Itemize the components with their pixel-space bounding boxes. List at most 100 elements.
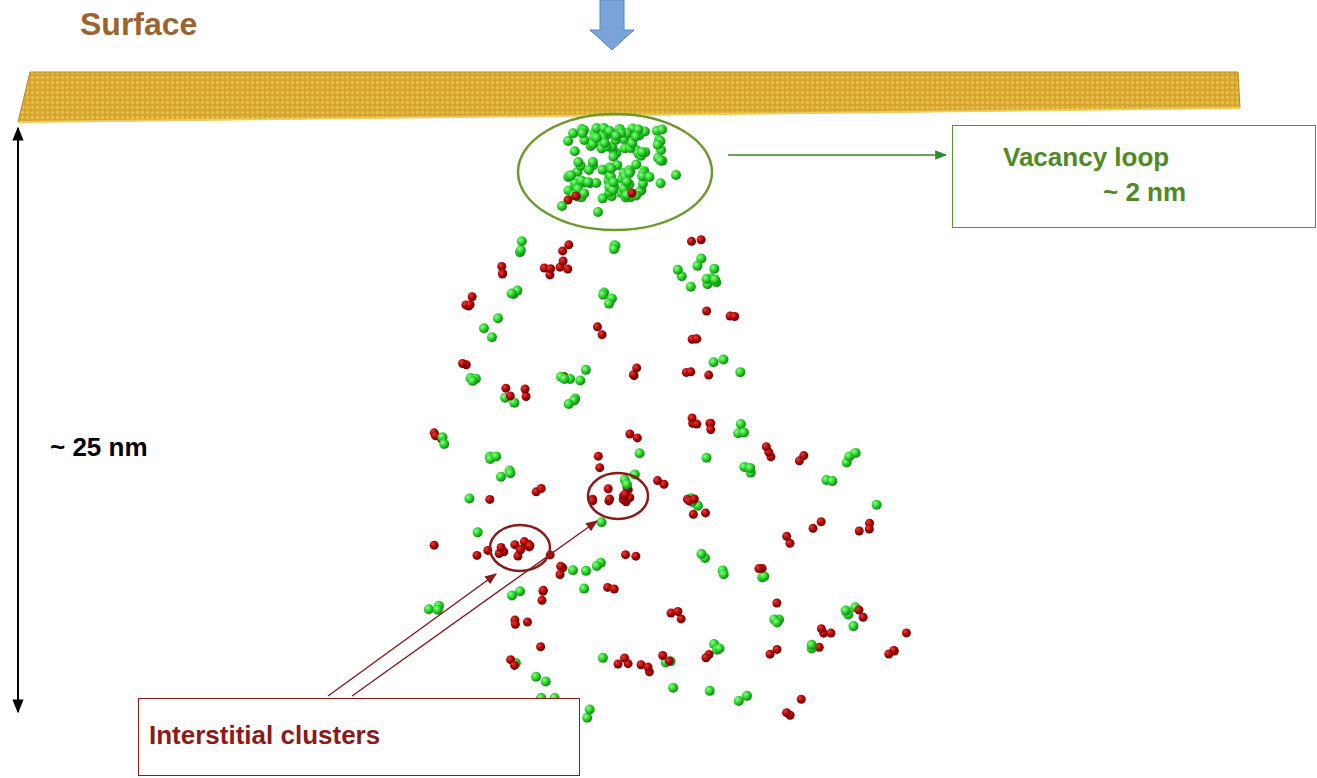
interstitial-atom — [620, 654, 629, 663]
vacancy-atom — [736, 419, 746, 429]
interstitial-atom — [621, 550, 630, 559]
vacancy-atom — [635, 448, 645, 458]
interstitial-atom — [497, 543, 506, 552]
interstitial-atom — [884, 649, 893, 658]
vacancy-atom — [848, 621, 858, 631]
vacancy-atom — [759, 571, 769, 581]
leader-line — [728, 154, 946, 156]
interstitial-atom — [538, 596, 547, 605]
vacancy-atom — [644, 172, 654, 182]
interstitial-atom — [521, 385, 530, 394]
vacancy-atom — [709, 264, 719, 274]
interstitial-atom — [701, 653, 710, 662]
interstitial-atom — [782, 532, 791, 541]
vacancy-atom — [541, 676, 551, 686]
vacancy-atom — [581, 566, 591, 576]
interstitial-atom — [559, 256, 568, 265]
vacancy-atom — [807, 640, 817, 650]
callout-box: Vacancy loop~ 2 nm — [952, 125, 1316, 228]
interstitial-atom — [855, 606, 864, 615]
depth-dimension — [17, 128, 19, 712]
interstitial-atom — [782, 708, 791, 717]
interstitial-atom — [604, 484, 613, 493]
vacancy-atom — [673, 265, 683, 275]
interstitial-atom — [430, 541, 439, 550]
interstitial-atom — [605, 494, 614, 503]
interstitial-atom — [510, 661, 519, 670]
interstitial-atom — [598, 330, 607, 339]
vacancy-atom — [702, 453, 712, 463]
interstitial-atom — [506, 391, 515, 400]
vacancy-atom — [656, 178, 666, 188]
interstitial-atom — [501, 384, 510, 393]
callout-box: Interstitial clusters — [138, 698, 580, 776]
vacancy-atom — [583, 177, 593, 187]
interstitial-atom — [653, 476, 662, 485]
vacancy-atom — [611, 131, 621, 141]
vacancy-atom — [735, 367, 745, 377]
vacancy-atom — [531, 672, 541, 682]
interstitial-atom — [686, 367, 695, 376]
cluster-outline — [588, 473, 648, 519]
cluster-outline — [490, 525, 550, 571]
vacancy-atom — [686, 282, 696, 292]
callout-text: ~ 2 nm — [1103, 175, 1186, 210]
vacancy-atom — [705, 686, 715, 696]
interstitial-atom — [468, 292, 477, 301]
vacancy-atom — [668, 683, 678, 693]
interstitial-atom — [687, 237, 696, 246]
vacancy-atom — [464, 493, 474, 503]
interstitial-atom — [536, 642, 545, 651]
interstitial-atom — [564, 240, 573, 249]
interstitial-atom — [485, 495, 494, 504]
vacancy-atom — [606, 164, 616, 174]
interstitial-atom — [644, 663, 653, 672]
interstitial-atom — [865, 524, 874, 533]
interstitial-atom — [809, 524, 818, 533]
interstitial-atom — [511, 620, 520, 629]
interstitial-atom — [595, 463, 604, 472]
interstitial-atom — [689, 510, 698, 519]
interstitial-atom — [817, 624, 826, 633]
vacancy-atom — [657, 125, 667, 135]
vacancy-atom — [596, 517, 606, 527]
vacancy-atom — [598, 290, 608, 300]
interstitial-atom — [594, 452, 603, 461]
interstitial-atom — [537, 484, 546, 493]
vacancy-atom — [517, 236, 527, 246]
interstitial-atom — [632, 363, 641, 372]
vacancy-atom — [479, 323, 489, 333]
vacancy-atom — [557, 201, 567, 211]
vacancy-atom — [745, 463, 755, 473]
interstitial-atom — [610, 584, 619, 593]
vacancy-atom — [577, 128, 587, 138]
vacancy-atom — [772, 618, 782, 628]
interstitial-atom — [458, 359, 467, 368]
vacancy-atom — [714, 643, 724, 653]
interstitial-atom — [516, 545, 525, 554]
interstitial-atom — [546, 264, 555, 273]
vacancy-atom — [734, 696, 744, 706]
interstitial-atom — [702, 306, 711, 315]
interstitial-atom — [593, 322, 602, 331]
interstitial-atom — [799, 451, 808, 460]
interstitial-atom — [673, 607, 682, 616]
vacancy-atom — [559, 374, 569, 384]
vacancy-atom — [566, 170, 576, 180]
interstitial-atom — [621, 490, 630, 499]
vacancy-atom — [597, 165, 607, 175]
vacancy-atom — [573, 157, 583, 167]
vacancy-atom — [872, 500, 882, 510]
interstitial-atom — [762, 442, 771, 451]
interstitial-atom — [826, 629, 835, 638]
callout-text: Vacancy loop — [1003, 140, 1169, 175]
surface-label: Surface — [80, 6, 197, 43]
vacancy-atom — [493, 313, 503, 323]
interstitial-atom — [538, 587, 547, 596]
vacancy-loop-outline — [518, 114, 712, 230]
interstitial-atom — [498, 269, 507, 278]
leader-line — [352, 521, 597, 696]
vacancy-atom — [710, 275, 720, 285]
vacancy-atom — [564, 399, 574, 409]
